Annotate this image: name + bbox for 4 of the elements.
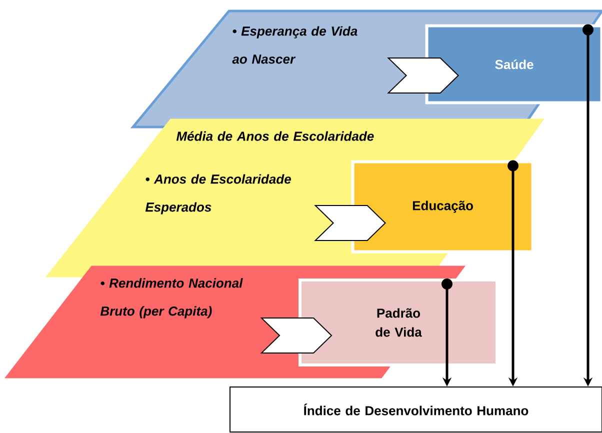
- category-box: Padrão de Vida: [298, 278, 498, 366]
- category-box: Educação: [351, 160, 534, 254]
- result-box: Índice de Desenvolvimento Humano: [230, 386, 602, 432]
- category-box: Saúde: [425, 24, 602, 104]
